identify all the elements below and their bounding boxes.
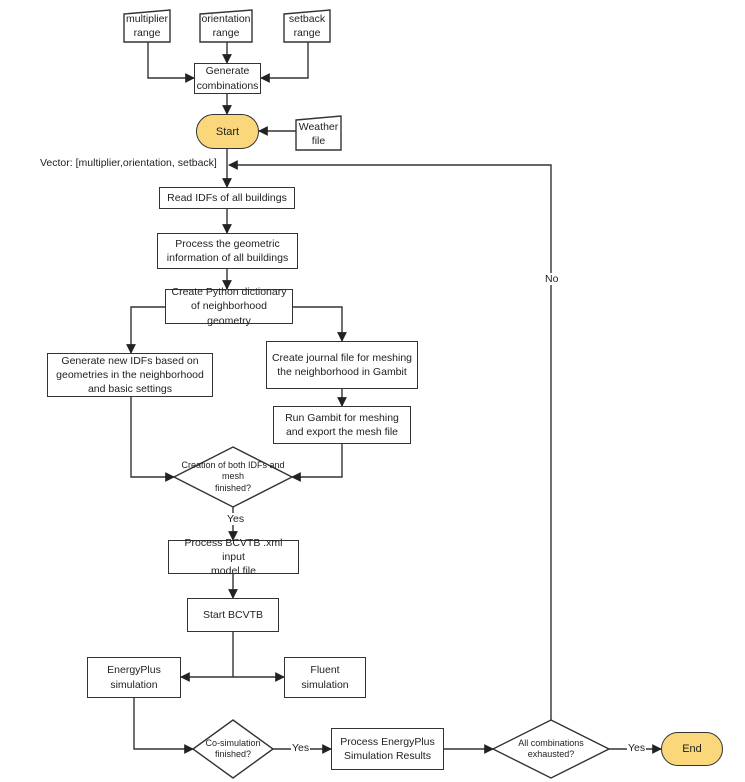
orientation-range-input: orientation range — [201, 13, 251, 39]
run-gambit-box: Run Gambit for meshing and export the me… — [273, 406, 411, 444]
python-dictionary-box: Create Python dictionary of neighborhood… — [165, 286, 293, 327]
creation-finished-decision: Creation of both IDFs and mesh finished? — [181, 460, 285, 493]
cosim-finished-decision: Co-simulation finished? — [205, 737, 261, 759]
orientation-input-shape — [199, 9, 253, 43]
yes-label-creation: Yes — [226, 513, 246, 525]
yes-label-combos: Yes — [627, 742, 647, 754]
multiplier-range-input: multiplier range — [125, 13, 168, 39]
fluent-simulation-box: Fluent simulation — [284, 657, 366, 698]
process-results-box: Process EnergyPlus Simulation Results — [331, 728, 444, 770]
bcvtb-xml-box: Process BCVTB .xml input model file — [168, 537, 299, 577]
cosim-decision-shape — [191, 719, 275, 779]
setback-input-shape — [283, 9, 331, 43]
vector-label: Vector: [multiplier,orientation, setback… — [40, 157, 217, 169]
energyplus-simulation-box: EnergyPlus simulation — [87, 657, 181, 698]
generate-new-idfs-box: Generate new IDFs based on geometries in… — [47, 353, 213, 397]
multiplier-input-shape — [123, 9, 171, 43]
yes-label-cosim: Yes — [291, 742, 311, 754]
end-terminal: End — [661, 732, 723, 766]
generate-combinations-box: Generate combinations — [194, 63, 261, 94]
all-combos-decision-shape — [491, 719, 611, 779]
start-terminal: Start — [196, 114, 259, 149]
read-idfs-box: Read IDFs of all buildings — [159, 187, 295, 209]
no-label-loop: No — [544, 273, 560, 285]
setback-range-input: setback range — [288, 13, 326, 39]
all-combinations-decision: All combinations exhausted? — [518, 737, 584, 759]
weather-input-shape — [295, 115, 342, 151]
journal-file-box: Create journal file for meshing the neig… — [266, 341, 418, 389]
start-bcvtb-box: Start BCVTB — [187, 598, 279, 632]
weather-file-input: Weather file — [298, 121, 339, 147]
process-geometric-box: Process the geometric information of all… — [157, 233, 298, 269]
